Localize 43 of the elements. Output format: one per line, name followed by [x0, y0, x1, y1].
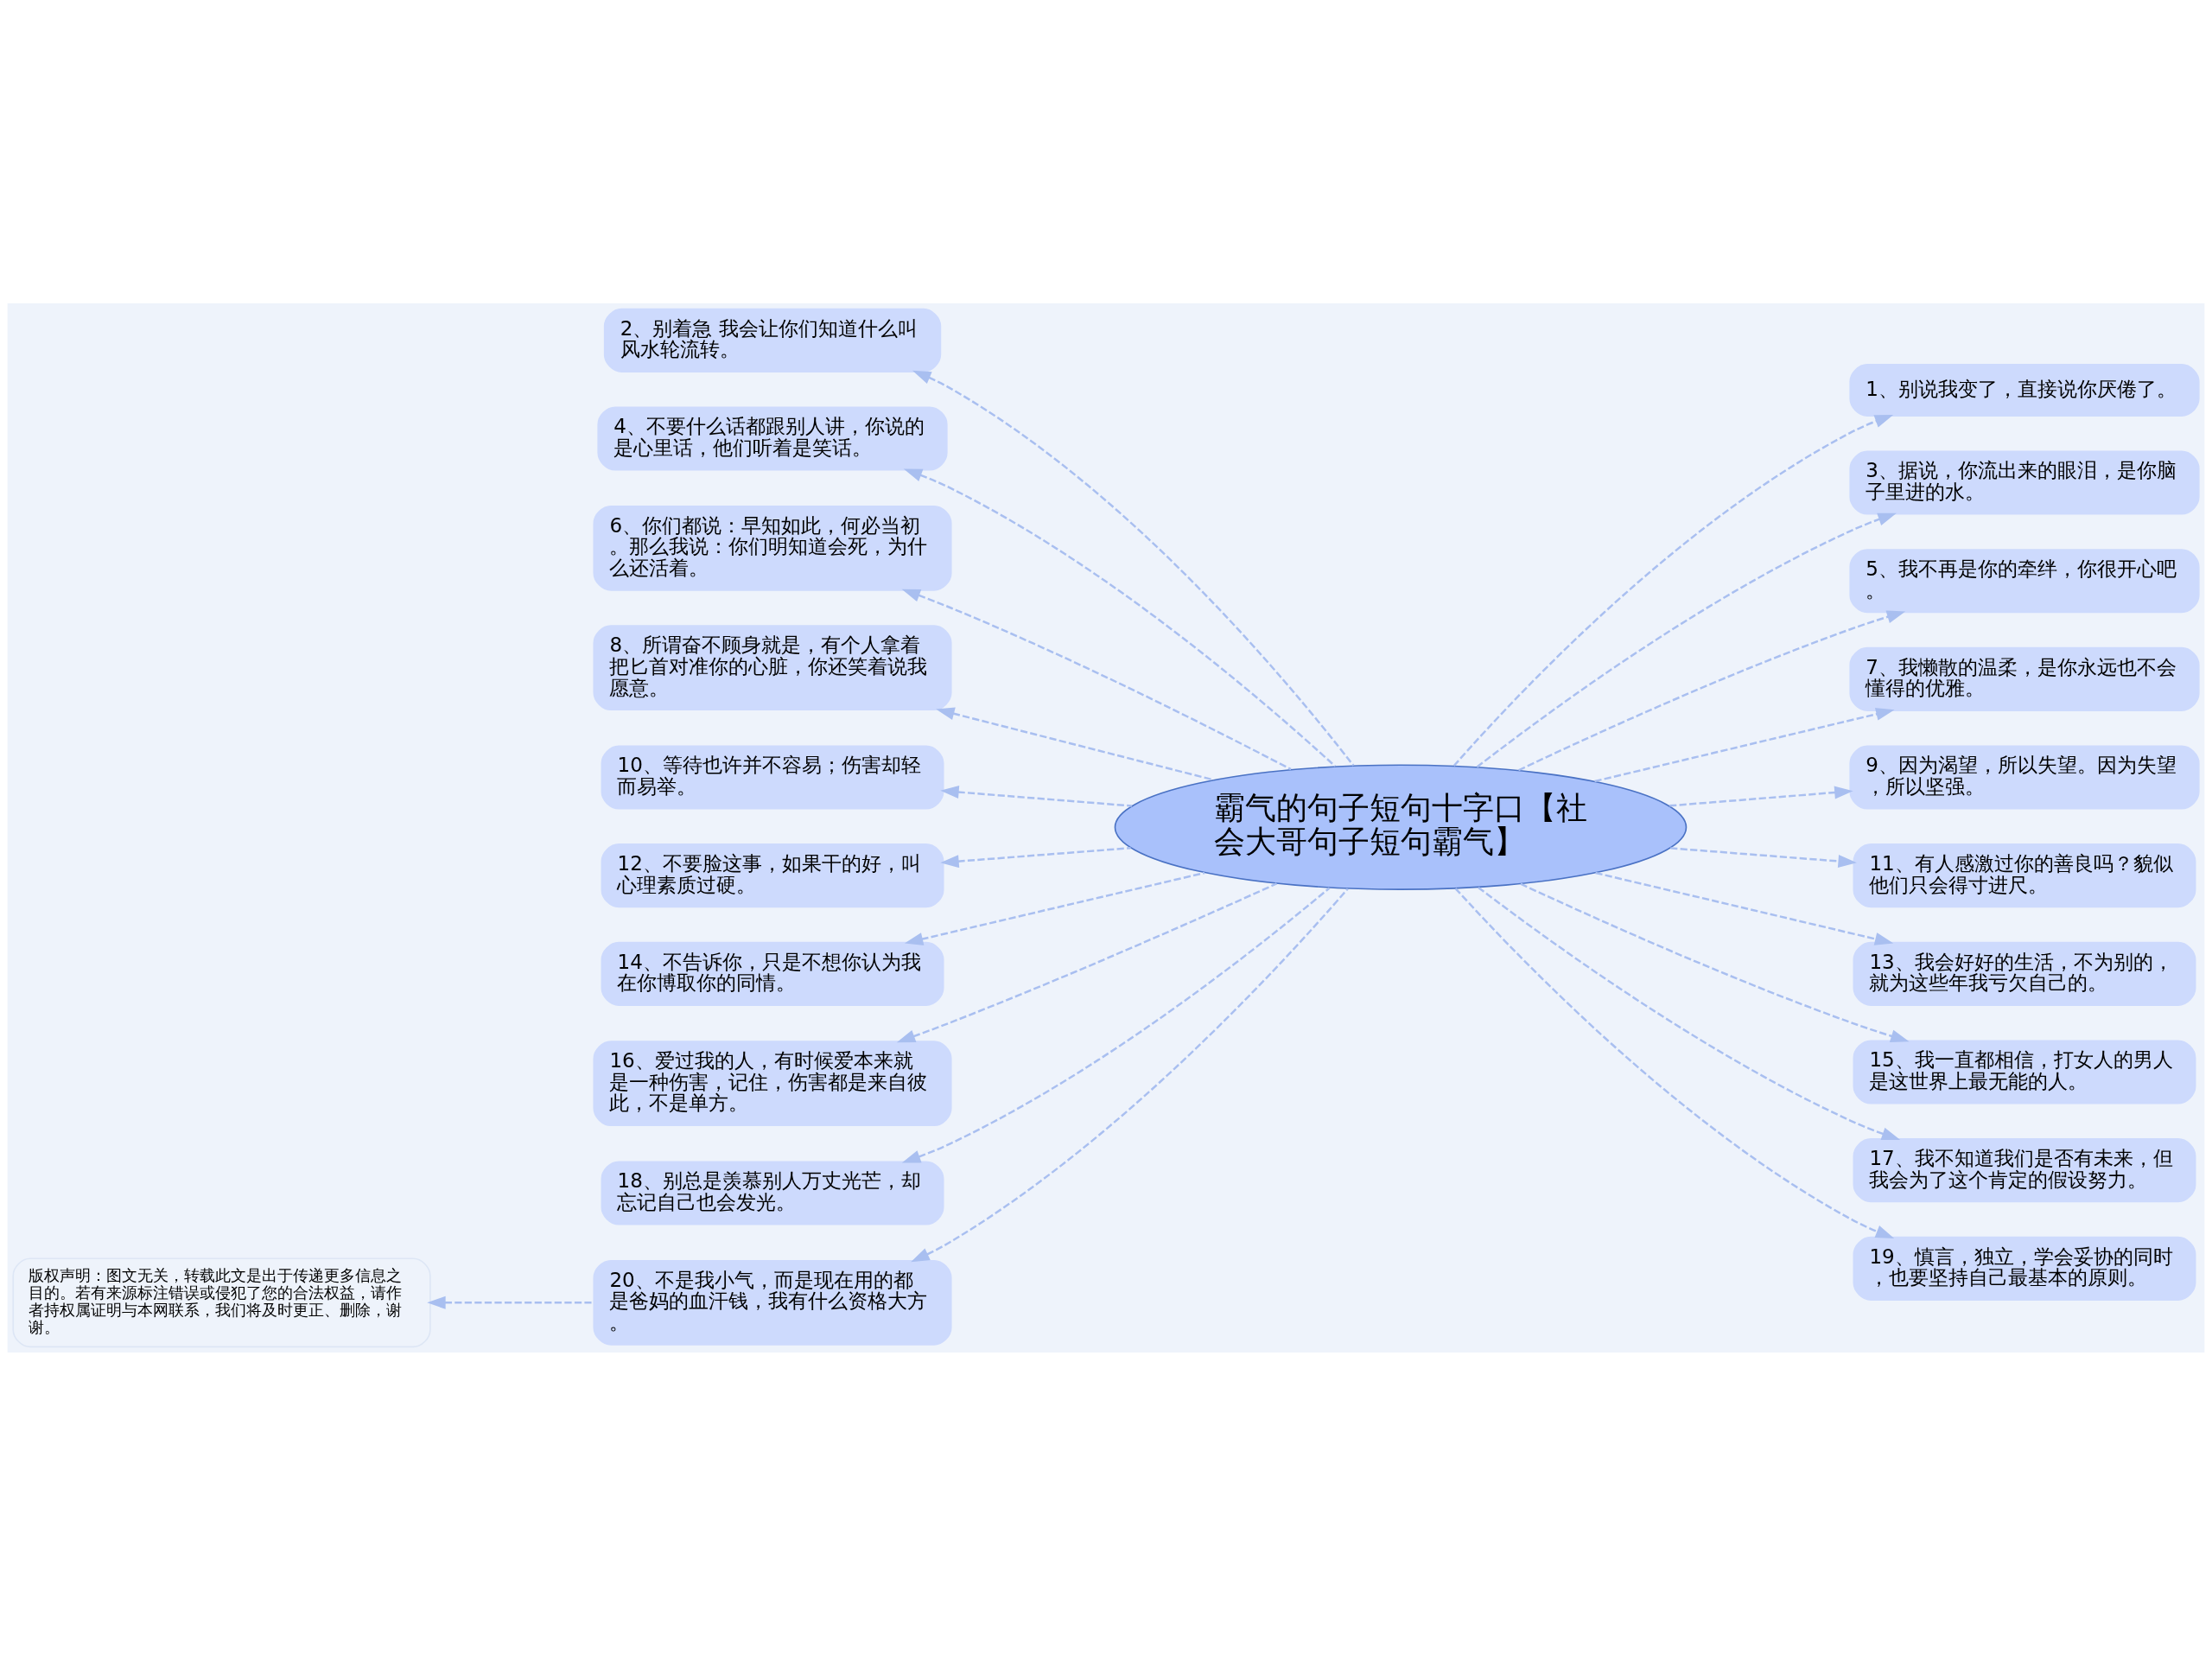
node-box: 7、我懒散的温柔，是你永远也不会懂得的优雅。 — [1849, 646, 2200, 711]
node-box: 15、我一直都相信，打女人的男人是这世界上最无能的人。 — [1853, 1039, 2196, 1104]
arrow — [940, 846, 1131, 868]
node-box: 版权声明：图文无关，转载此文是出于传递更多信息之目的。若有来源标注错误或侵犯了您的合法权益，请作者持权属证明与本网联系，我们将及时更正、删除，谢谢。 — [12, 1257, 431, 1347]
arrow — [896, 882, 1277, 1042]
node-box: 13、我会好好的生活，不为别的，就为这些年我亏欠自己的。 — [1853, 941, 2196, 1006]
node-box: 19、慎言，独立，学会妥协的同时，也要坚持自己最基本的原则。 — [1853, 1236, 2196, 1301]
arrow — [1476, 512, 1897, 767]
arrow — [1478, 886, 1901, 1140]
node-box: 11、有人感激过你的善良吗？貌似他们只会得寸进尺。 — [1853, 843, 2196, 907]
node-box: 17、我不知道我们是否有未来，但我会为了这个肯定的假设努力。 — [1853, 1137, 2196, 1202]
node-box: 8、所谓奋不顾身就是，有个人拿着把匕首对准你的心脏，你还笑着说我愿意。 — [593, 624, 952, 710]
arrow — [901, 887, 1331, 1162]
node-box: 18、别总是羡慕别人万丈光芒，却忘记自己也会发光。 — [601, 1160, 944, 1225]
arrow — [1594, 707, 1895, 782]
node-box: 10、等待也许并不容易；伤害却轻而易举。 — [601, 744, 944, 810]
node-box: 3、据说，你流出来的眼泪，是你脑子里进的水。 — [1849, 450, 2200, 515]
node-box: 2、别着急 我会让你们知道什么叫风水轮流转。 — [603, 308, 942, 372]
arrow — [1454, 887, 1895, 1238]
arrow — [901, 589, 1292, 770]
arrow — [1669, 786, 1853, 807]
node-box: 14、不告诉你，只是不想你认为我在你博取你的同情。 — [601, 941, 944, 1006]
node-box: 9、因为渴望，所以失望。因为失望，所以坚强。 — [1849, 744, 2200, 810]
arrow — [904, 871, 1205, 945]
arrow — [1595, 871, 1894, 945]
node-box: 4、不要什么话都跟别人讲，你说的是心里话，他们听着是笑话。 — [597, 405, 948, 471]
arrow — [1670, 846, 1857, 868]
node-box: 20、不是我小气，而是现在用的都是爸妈的血汗钱，我有什么资格大方。 — [593, 1259, 952, 1346]
node-box: 12、不要脸这事，如果干的好，叫心理素质过硬。 — [601, 843, 944, 907]
node-box: 6、你们都说：早知如此，何必当初。那么我说：你们明知道会死，为什么还活着。 — [593, 505, 952, 591]
node-ellipse: 霸气的句子短句十字口【社会大哥句子短句霸气】 — [1114, 763, 1688, 890]
arrow — [427, 1295, 594, 1309]
arrow — [1452, 414, 1894, 767]
arrow — [936, 707, 1215, 781]
arrow — [911, 888, 1349, 1262]
node-box: 5、我不再是你的牵绊，你很开心吧。 — [1849, 548, 2200, 613]
arrow — [940, 785, 1133, 807]
node-box: 16、爱过我的人，有时候爱本来就是一种伤害，记住，伤害都是来自彼此，不是单方。 — [593, 1040, 952, 1126]
arrow — [1517, 610, 1906, 771]
node-box: 1、别说我变了，直接说你厌倦了。 — [1849, 363, 2200, 417]
arrow — [903, 468, 1336, 767]
arrow — [1520, 882, 1910, 1042]
arrow — [912, 370, 1355, 767]
